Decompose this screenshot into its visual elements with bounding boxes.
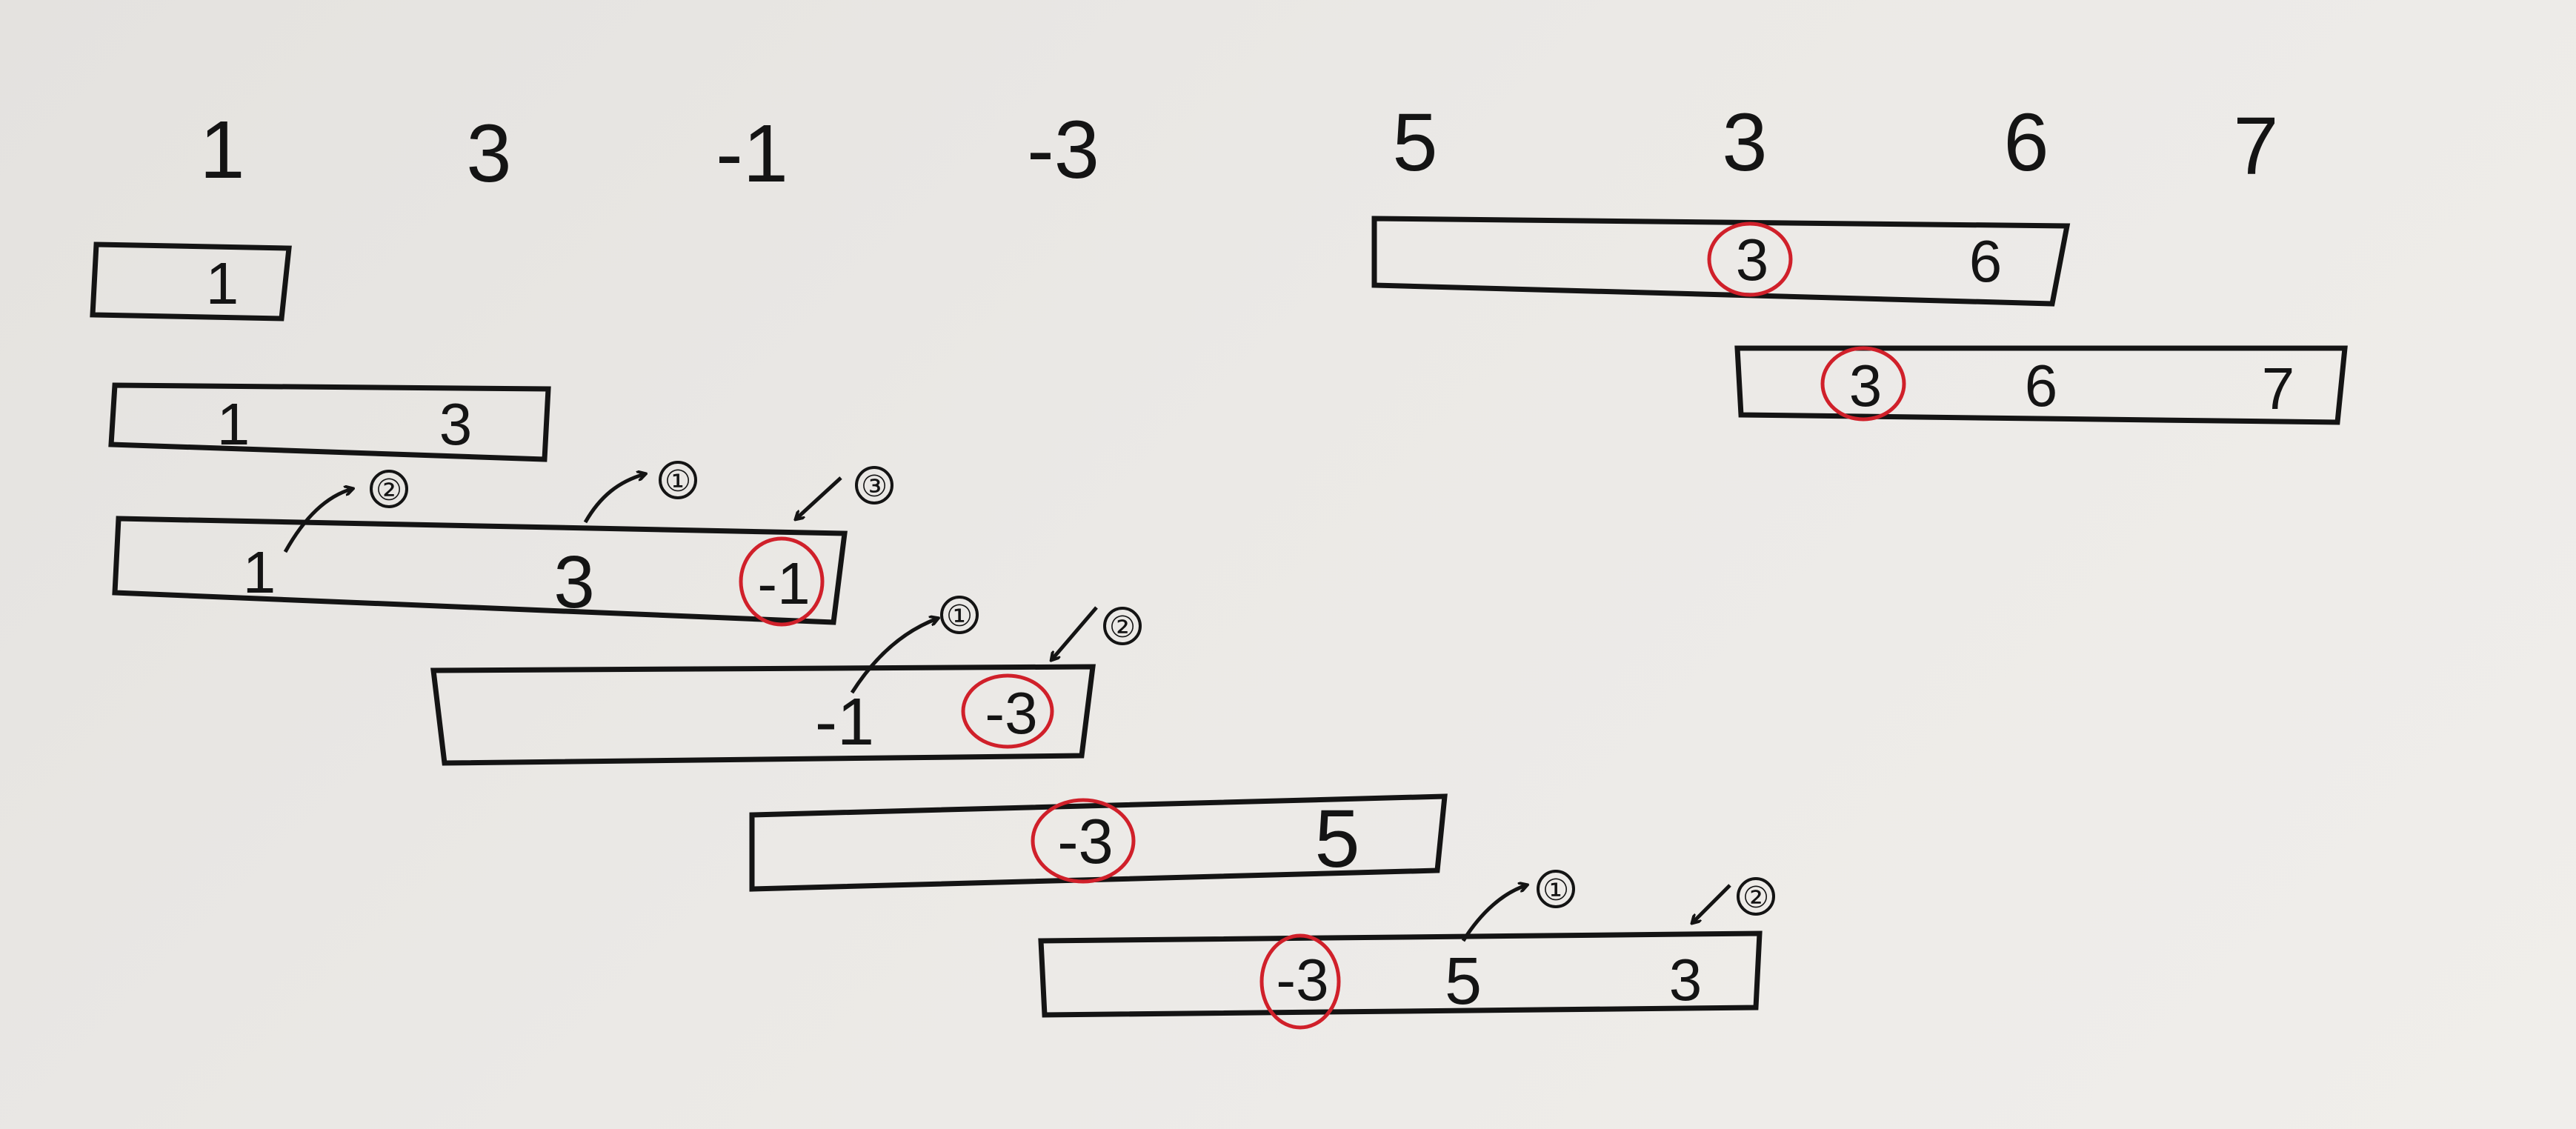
arrow-icon	[1461, 885, 1526, 942]
arrow-icon	[583, 474, 645, 524]
window-value: 3	[439, 391, 473, 457]
window-2: 1 3	[108, 382, 551, 462]
max-marker-circle	[1031, 798, 1136, 884]
step-label: ③	[861, 470, 888, 503]
seq-value-3: -1	[716, 108, 788, 199]
input-sequence: 1 3 -1 -3 5 3 6 7	[199, 97, 2278, 199]
window-value: 1	[243, 539, 276, 605]
window-frame	[749, 793, 1448, 892]
step-label: ①	[1542, 874, 1569, 907]
window-frame	[112, 516, 848, 625]
step-badge	[940, 596, 979, 634]
seq-value-5: 5	[1392, 97, 1437, 188]
step-badge	[1737, 877, 1775, 916]
step-badge	[659, 461, 697, 499]
max-marker-circle	[1820, 346, 1906, 422]
window-value: 5	[1314, 793, 1359, 885]
step-label: ②	[376, 474, 402, 507]
arrow-icon	[1693, 884, 1731, 922]
window-frame	[108, 382, 551, 462]
step-label: ①	[665, 465, 691, 498]
max-marker-circle	[1707, 222, 1793, 297]
step-badge	[370, 470, 408, 508]
window-7: 3 6	[1371, 216, 2071, 307]
step-badge	[855, 466, 893, 504]
window-value: 3	[1736, 227, 1769, 293]
step-badge	[1103, 607, 1142, 645]
window-frame	[1734, 345, 2348, 425]
window-value: -1	[757, 550, 810, 616]
window-value: -1	[815, 685, 874, 759]
window-value: 3	[553, 541, 595, 624]
window-3: 1 3 -1 ② ① ③	[112, 461, 893, 627]
window-value: 1	[206, 250, 239, 316]
window-1: 1	[90, 242, 292, 322]
window-value: 6	[1969, 228, 2003, 294]
arrow-icon	[283, 489, 352, 553]
seq-value-6: 3	[1722, 97, 1767, 188]
window-frame	[90, 242, 292, 322]
window-frame	[1371, 216, 2071, 307]
seq-value-1: 1	[199, 104, 244, 196]
seq-value-8: 7	[2233, 101, 2278, 192]
window-8: 3 6 7	[1734, 345, 2348, 425]
window-value: -3	[1276, 947, 1328, 1013]
step-label: ②	[1743, 882, 1769, 914]
max-marker-circle	[961, 673, 1054, 749]
max-marker-circle	[1259, 933, 1341, 1030]
window-value: 3	[1849, 353, 1883, 419]
window-value: 7	[2262, 356, 2295, 422]
window-value: 5	[1445, 945, 1482, 1019]
arrow-icon	[1052, 606, 1098, 659]
window-value: 6	[2025, 353, 2058, 419]
max-marker-circle	[739, 536, 825, 627]
seq-value-4: -3	[1027, 104, 1099, 196]
window-value: 1	[217, 391, 250, 457]
window-5: -3 5	[749, 793, 1448, 892]
seq-value-7: 6	[2003, 97, 2049, 188]
step-label: ②	[1109, 611, 1136, 644]
seq-value-2: 3	[466, 108, 511, 199]
step-label: ①	[946, 600, 973, 633]
window-value: -3	[985, 680, 1037, 746]
window-value: -3	[1057, 807, 1114, 877]
arrow-icon	[850, 619, 937, 694]
window-value: 3	[1669, 947, 1703, 1013]
arrow-icon	[796, 476, 842, 519]
window-frame	[430, 664, 1096, 766]
step-badge	[1537, 870, 1575, 908]
window-4: -1 -3 ① ②	[430, 596, 1142, 766]
window-frame	[1038, 930, 1763, 1018]
window-6: -3 5 3 ① ②	[1038, 870, 1775, 1030]
